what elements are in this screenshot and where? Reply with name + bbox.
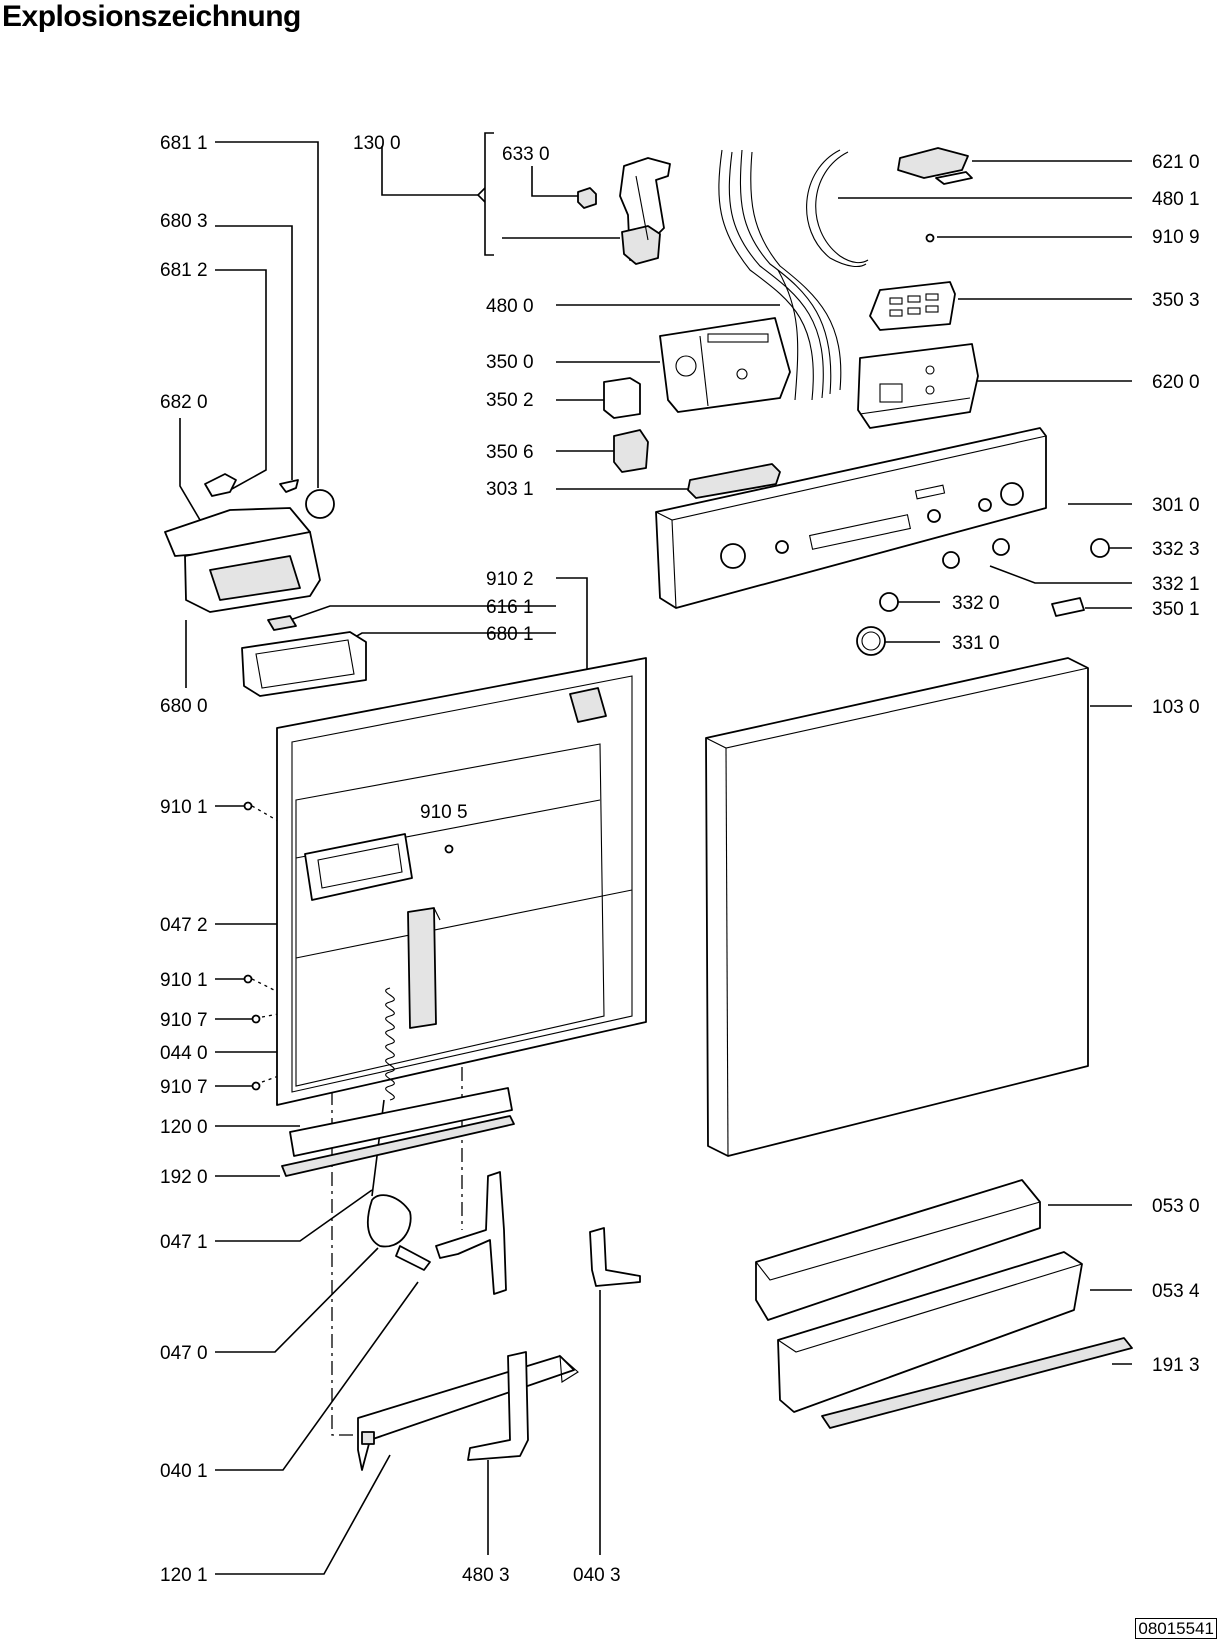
label-047-0: 047 0 [160, 1343, 208, 1364]
label-350-6: 350 6 [486, 442, 534, 463]
part-910-5-screw [444, 844, 454, 854]
label-103-0: 103 0 [1152, 697, 1200, 718]
label-120-1: 120 1 [160, 1565, 208, 1586]
part-480-3-bracket [467, 1351, 529, 1461]
label-633-0: 633 0 [502, 144, 550, 165]
part-910-2-hinge [569, 687, 607, 723]
label-910-9: 910 9 [1152, 227, 1200, 248]
label-620-0: 620 0 [1152, 372, 1200, 393]
part-350-0-electronic-module [659, 317, 791, 413]
part-633-0-microswitch [577, 187, 597, 209]
label-680-1: 680 1 [486, 624, 534, 645]
part-620-0-board-carrier [857, 343, 979, 429]
part-labels: 681 1 130 0 633 0 621 0 480 1 910 9 680 … [160, 133, 1200, 1586]
part-910-9-screw [925, 233, 935, 243]
label-480-1: 480 1 [1152, 189, 1200, 210]
label-680-0: 680 0 [160, 696, 208, 717]
part-350-6-relay [613, 429, 649, 473]
label-681-2: 681 2 [160, 260, 208, 281]
part-301-0-control-panel [655, 427, 1047, 609]
label-910-1-a: 910 1 [160, 797, 208, 818]
label-332-1: 332 1 [1152, 574, 1200, 595]
part-350-2-cover [603, 377, 641, 419]
part-910-1-screw-b [243, 974, 253, 984]
part-103-0-outer-door [705, 657, 1089, 1157]
part-192-0-strip [281, 1115, 515, 1177]
label-040-1: 040 1 [160, 1461, 208, 1482]
label-301-0: 301 0 [1152, 495, 1200, 516]
label-680-3: 680 3 [160, 211, 208, 232]
part-040-3-bracket [589, 1227, 641, 1287]
label-910-1-b: 910 1 [160, 970, 208, 991]
part-047-1-hook [366, 1194, 431, 1271]
part-332-1-knobs [942, 538, 1010, 569]
part-332-0-knob [879, 592, 899, 612]
label-332-3: 332 3 [1152, 539, 1200, 560]
label-130-0: 130 0 [353, 133, 401, 154]
part-053-0-trim [755, 1179, 1041, 1321]
part-120-0-inner-door [276, 657, 647, 1106]
part-332-3-knob [1090, 538, 1110, 558]
label-910-7-a: 910 7 [160, 1010, 208, 1031]
page-title: Explosionszeichnung [2, 0, 301, 33]
label-621-0: 621 0 [1152, 152, 1200, 173]
part-680-1-gasket [241, 631, 367, 697]
label-053-4: 053 4 [1152, 1281, 1200, 1302]
label-047-2: 047 2 [160, 915, 208, 936]
part-350-1-plate [1051, 597, 1085, 617]
label-910-2: 910 2 [486, 569, 534, 590]
part-120-1-lower-panel [357, 1354, 579, 1471]
drawing-code: 08015541 [1135, 1618, 1217, 1639]
part-350-3-bracket [869, 281, 956, 331]
label-350-1: 350 1 [1152, 599, 1200, 620]
label-303-1: 303 1 [486, 479, 534, 500]
part-682-0-dispenser [164, 507, 321, 613]
part-130-0-door-lock [619, 157, 671, 265]
part-331-0-ring [856, 626, 886, 656]
part-621-0-module [897, 147, 973, 185]
label-044-0: 044 0 [160, 1043, 208, 1064]
label-350-3: 350 3 [1152, 290, 1200, 311]
label-910-7-b: 910 7 [160, 1077, 208, 1098]
part-040-1-bracket [435, 1171, 507, 1295]
label-480-0: 480 0 [486, 296, 534, 317]
label-480-3: 480 3 [462, 1565, 510, 1586]
label-681-1: 681 1 [160, 133, 208, 154]
label-331-0: 331 0 [952, 633, 1000, 654]
label-040-3: 040 3 [573, 1565, 621, 1586]
part-910-7-screw-a [251, 1014, 261, 1024]
label-047-1: 047 1 [160, 1232, 208, 1253]
label-053-0: 053 0 [1152, 1196, 1200, 1217]
label-120-0: 120 0 [160, 1117, 208, 1138]
label-332-0: 332 0 [952, 593, 1000, 614]
part-303-1-switch-strip [687, 463, 781, 499]
label-616-1: 616 1 [486, 597, 534, 618]
part-680-3-part [279, 479, 299, 493]
part-053-4-kick-plate [777, 1251, 1083, 1413]
part-480-0-wiring-harness [718, 149, 842, 401]
part-681-1-cap [305, 489, 335, 519]
part-616-1-part [267, 615, 297, 631]
part-910-7-screw-b [251, 1081, 261, 1091]
part-681-2-part [204, 473, 237, 497]
label-350-2: 350 2 [486, 390, 534, 411]
label-350-0: 350 0 [486, 352, 534, 373]
part-120-0-strip [289, 1087, 513, 1157]
label-910-5: 910 5 [420, 802, 468, 823]
part-480-1-wire [806, 149, 869, 268]
part-191-3-seal-strip [821, 1337, 1133, 1429]
label-191-3: 191 3 [1152, 1355, 1200, 1376]
part-910-1-screw-a [243, 801, 253, 811]
label-682-0: 682 0 [160, 392, 208, 413]
label-192-0: 192 0 [160, 1167, 208, 1188]
leader-lines [179, 132, 1132, 1575]
